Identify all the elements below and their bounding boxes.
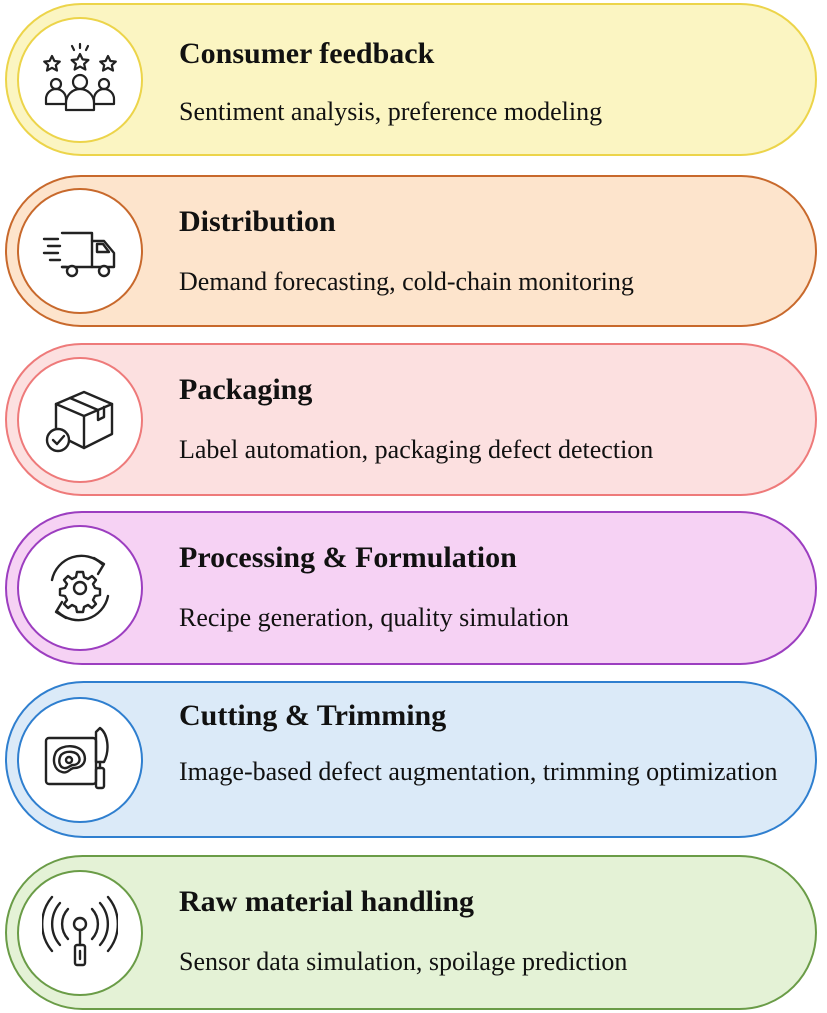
stage-description: Sentiment analysis, preference modeling [179,97,603,126]
rating-stars-users-icon [43,42,117,111]
meat-cutting-icon [44,726,109,789]
icon-badge [17,696,143,823]
icon-badge [17,869,143,996]
stage-description: Recipe generation, quality simulation [179,603,569,632]
stage-description: Image-based defect augmentation, trimmin… [179,757,778,786]
icon-badge [17,16,143,143]
stage-packaging: Packaging Label automation, packaging de… [5,343,817,496]
stage-distribution: Distribution Demand forecasting, cold-ch… [5,175,817,327]
package-check-icon [45,390,114,452]
delivery-truck-icon [42,231,116,278]
stage-description: Label automation, packaging defect detec… [179,435,654,464]
stage-title: Raw material handling [179,885,475,918]
icon-badge [17,356,143,483]
stage-processing-formulation: Processing & Formulation Recipe generati… [5,511,817,665]
stage-cutting-trimming: Cutting & Trimming Image-based defect au… [5,681,817,838]
stage-description: Sensor data simulation, spoilage predict… [179,947,628,976]
sensor-signal-icon [42,895,118,966]
stage-title: Processing & Formulation [179,541,517,574]
stage-raw-material-handling: Raw material handling Sensor data simula… [5,855,817,1010]
gear-cycle-icon [50,554,110,622]
stage-title: Packaging [179,373,313,406]
stage-title: Cutting & Trimming [179,699,447,732]
stage-title: Distribution [179,205,336,238]
stage-description: Demand forecasting, cold-chain monitorin… [179,267,634,296]
icon-badge [17,525,143,651]
icon-badge [17,188,143,314]
stage-title: Consumer feedback [179,37,435,70]
stage-consumer-feedback: Consumer feedback Sentiment analysis, pr… [5,3,817,156]
